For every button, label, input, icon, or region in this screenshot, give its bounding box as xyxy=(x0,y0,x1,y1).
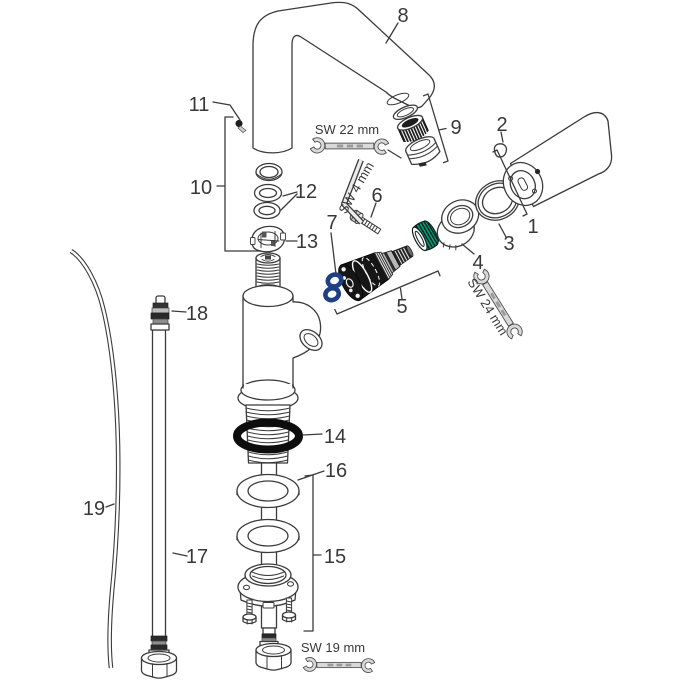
part-label-16: 16 xyxy=(325,460,347,482)
tool-label-sw19: SW 19 mm xyxy=(301,640,365,655)
part-17-supply-pipe xyxy=(140,295,178,679)
part-label-15: 15 xyxy=(324,546,346,568)
part-label-7: 7 xyxy=(326,212,337,234)
part-12-o-rings xyxy=(253,183,283,220)
body-bottom-connector xyxy=(255,627,292,671)
part-16-washer xyxy=(236,473,300,509)
part-1-handle xyxy=(502,111,613,208)
part-15-fixation-set xyxy=(236,518,300,625)
part-label-11: 11 xyxy=(189,94,210,116)
part-label-10: 10 xyxy=(190,177,212,199)
part-5-cartridge xyxy=(338,245,414,302)
wrench-sw19-icon xyxy=(302,655,376,675)
part-label-13: 13 xyxy=(296,231,318,253)
part-4-ring-nut xyxy=(436,199,480,251)
wrench-sw22-leader xyxy=(387,149,402,159)
part-label-17: 17 xyxy=(186,546,208,568)
part-13-guide-bushing xyxy=(250,225,286,253)
hose-hex-nut xyxy=(140,650,178,679)
handle-pin-hole xyxy=(534,168,541,175)
part-2-plug xyxy=(493,143,508,158)
part-label-19: 19 xyxy=(83,498,105,520)
part-label-5: 5 xyxy=(396,296,407,318)
part-9-aerator xyxy=(392,104,441,167)
part-label-1: 1 xyxy=(527,216,538,238)
body-threaded-shank xyxy=(245,404,291,464)
leader-lines xyxy=(105,22,528,632)
shank-hex-nut xyxy=(255,642,292,671)
part-10-seal-set xyxy=(250,162,286,253)
part-14-o-ring xyxy=(233,418,303,454)
wrench-sw22-icon xyxy=(309,136,390,156)
part-label-18: 18 xyxy=(186,303,208,325)
part-label-8: 8 xyxy=(397,5,408,27)
allen-key-sw4-icon xyxy=(341,158,364,225)
tool-label-sw22: SW 22 mm xyxy=(315,122,379,137)
part-label-9: 9 xyxy=(450,117,461,139)
part-label-12: 12 xyxy=(295,181,317,203)
part-11-set-screw xyxy=(235,120,247,133)
part-7-seal-rings xyxy=(323,272,344,303)
part-19-flexible-hose xyxy=(69,249,121,669)
mounting-flange xyxy=(237,563,299,609)
cartridge-socket-opening xyxy=(299,329,323,351)
part-label-3: 3 xyxy=(503,233,514,255)
part-label-14: 14 xyxy=(324,426,346,448)
part-label-2: 2 xyxy=(496,114,507,136)
part-5-green-ring xyxy=(411,220,440,252)
part-18-hose-connector xyxy=(150,295,170,331)
part-label-4: 4 xyxy=(472,252,483,274)
part-label-6: 6 xyxy=(371,185,382,207)
